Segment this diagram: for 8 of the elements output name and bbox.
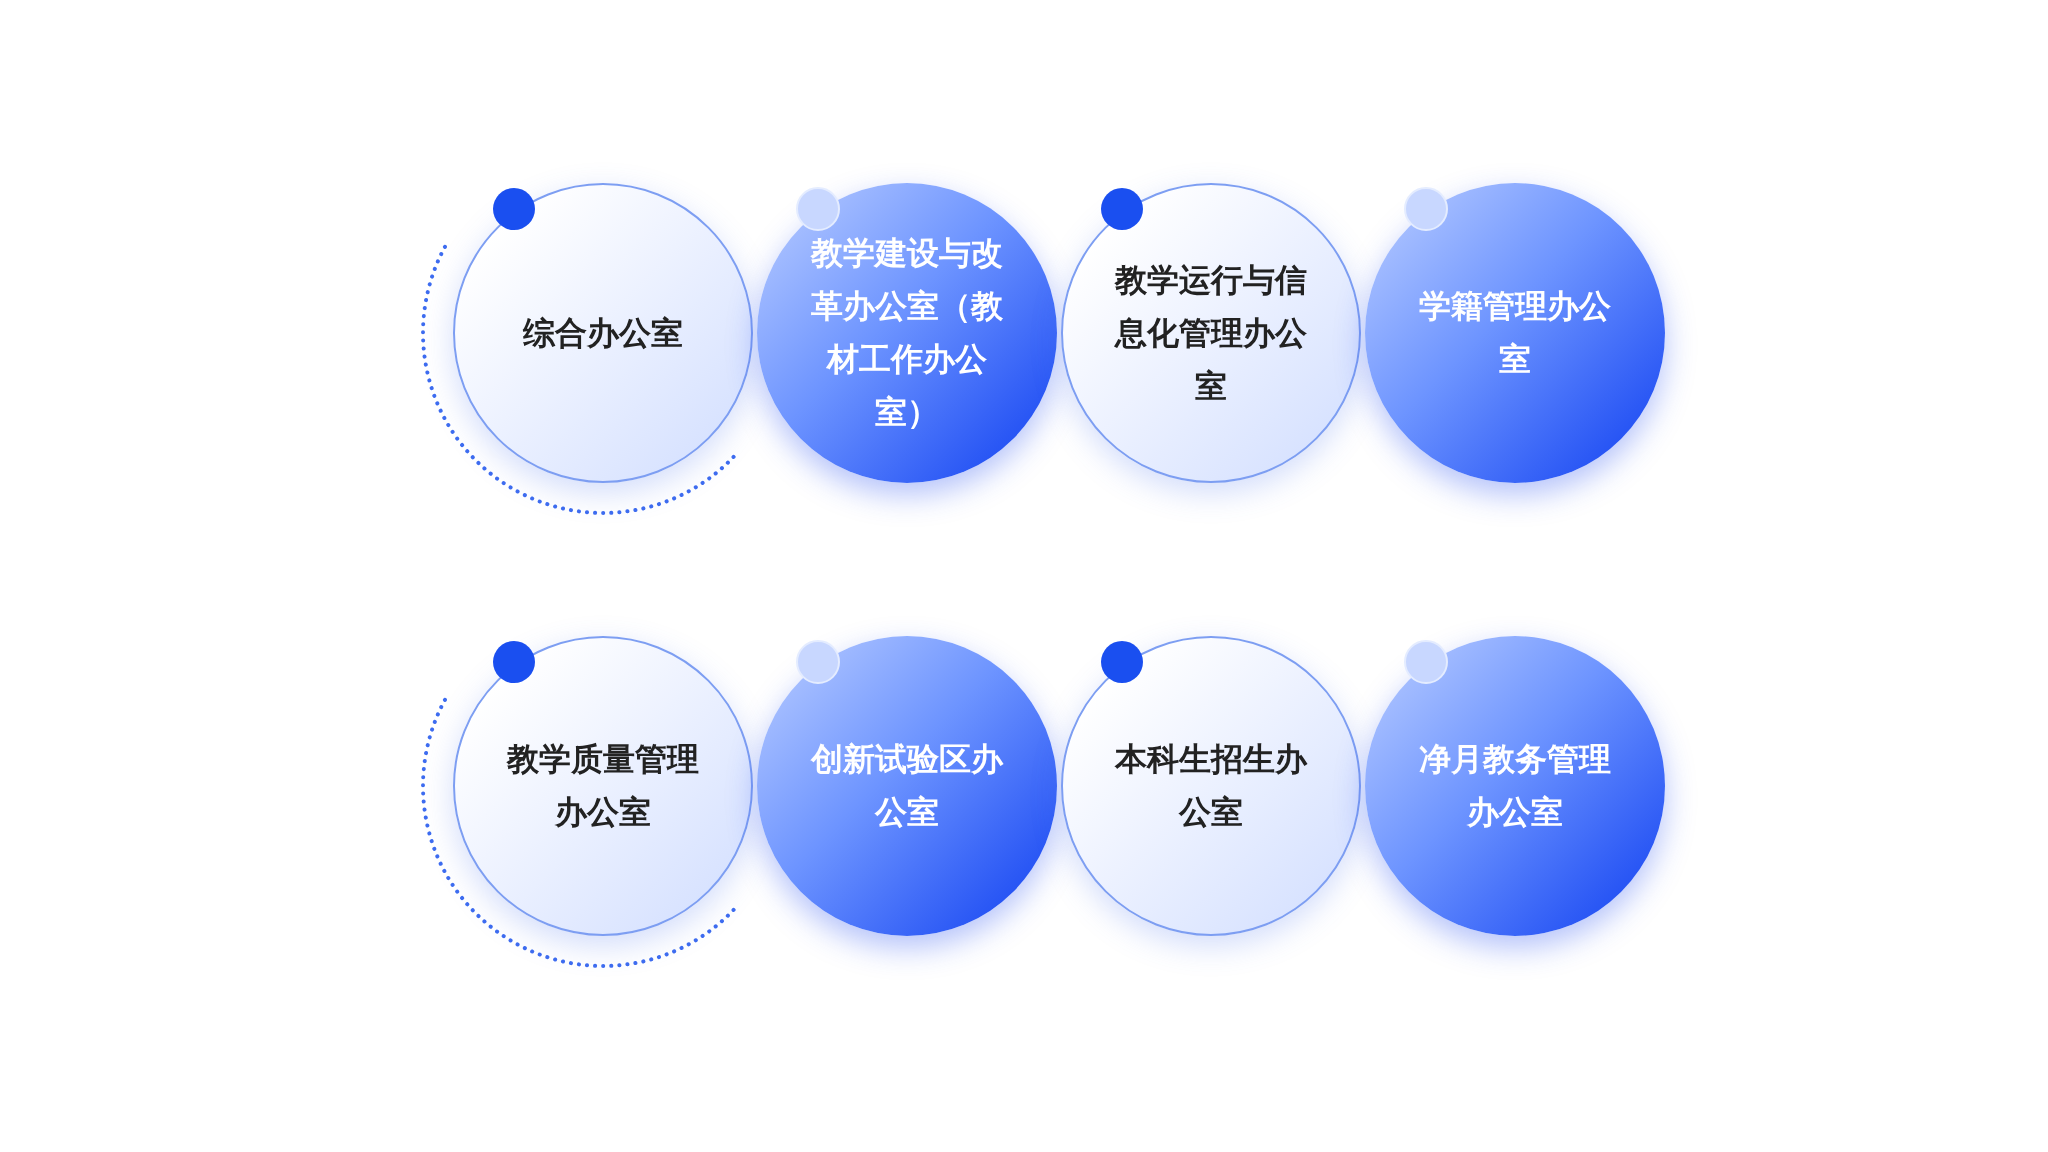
circle-label: 净月教务管理办公室: [1418, 739, 1612, 833]
circle-label: 教学运行与信息化管理办公室: [1113, 259, 1308, 407]
circle-label: 综合办公室: [522, 312, 684, 354]
circle-label: 学籍管理办公室: [1418, 286, 1612, 380]
circle-label: 教学质量管理办公室: [505, 739, 700, 833]
circle-label: 创新试验区办公室: [809, 739, 1005, 833]
circle-label: 本科生招生办公室: [1113, 739, 1309, 833]
circle-label: 教学建设与改革办公室（教材工作办公室）: [809, 233, 1004, 433]
